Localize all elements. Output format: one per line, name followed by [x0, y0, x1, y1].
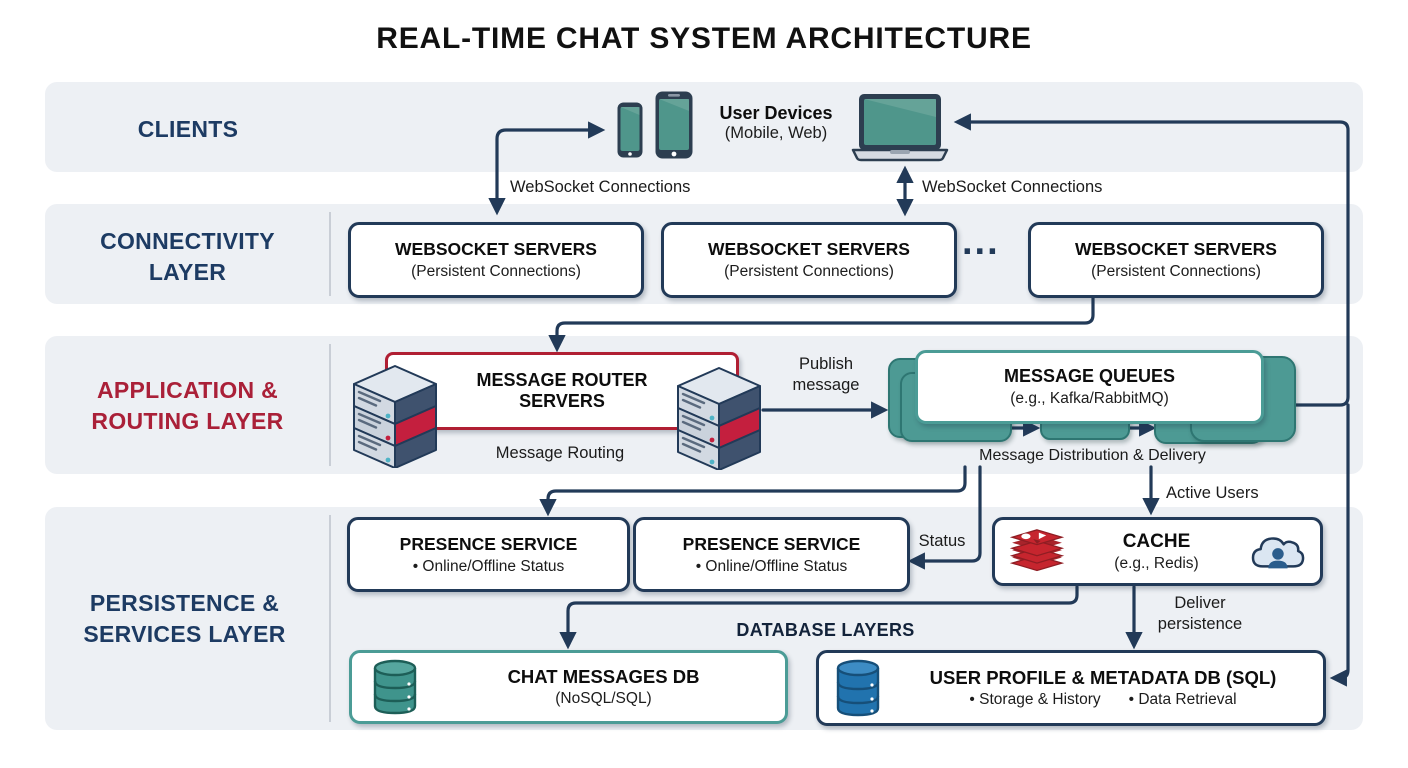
- presence-service-node-2: PRESENCE SERVICE • Online/Offline Status: [633, 517, 910, 592]
- message-queues-node: MESSAGE QUEUES (e.g., Kafka/RabbitMQ): [915, 350, 1264, 424]
- cloud-user-icon: [1251, 536, 1305, 568]
- page-title: REAL-TIME CHAT SYSTEM ARCHITECTURE: [376, 22, 1032, 55]
- cache-node: CACHE (e.g., Redis): [992, 517, 1323, 586]
- arrow-status-to-presence2: [907, 465, 982, 570]
- arrow-queues-to-presence1: [539, 465, 967, 517]
- websocket-servers-node-2: WEBSOCKET SERVERS (Persistent Connection…: [661, 222, 957, 298]
- websocket-servers-node-1: WEBSOCKET SERVERS (Persistent Connection…: [348, 222, 644, 298]
- server-stack-icon-left: [353, 365, 437, 468]
- edge-label-message-routing: Message Routing: [495, 444, 625, 462]
- divider-persistence: [329, 515, 331, 722]
- edge-label-publish-message: Publish message: [792, 355, 860, 394]
- server-stack-icon-right: [677, 367, 761, 470]
- database-layers-heading: DATABASE LAYERS: [736, 620, 915, 640]
- more-servers-ellipsis: ...: [962, 221, 1000, 263]
- edge-label-active-users: Active Users: [1166, 484, 1259, 502]
- arrow-cache-to-chatdb: [559, 585, 1079, 650]
- edge-label-status: Status: [918, 532, 966, 550]
- user-devices-label: User Devices (Mobile, Web): [719, 103, 833, 142]
- user-db-bullets: • Storage & History • Data Retrieval: [969, 691, 1237, 708]
- arrow-queues-to-userdb: [1329, 403, 1350, 687]
- layer-label-persistence: PERSISTENCE & SERVICES LAYER: [83, 590, 286, 647]
- database-icon-blue: [836, 659, 880, 717]
- websocket-servers-node-3: WEBSOCKET SERVERS (Persistent Connection…: [1028, 222, 1324, 298]
- database-icon-teal: [373, 659, 417, 715]
- presence-service-node-1: PRESENCE SERVICE • Online/Offline Status: [347, 517, 630, 592]
- layer-label-connectivity: CONNECTIVITY LAYER: [100, 228, 275, 285]
- divider-application: [329, 344, 331, 466]
- arrow-websocket3-to-router: [548, 290, 1095, 353]
- layer-label-application: APPLICATION & ROUTING LAYER: [91, 377, 284, 434]
- smartphone-icon: [617, 102, 643, 158]
- arrow-clients-to-websocket: [488, 121, 606, 216]
- user-profile-db-node: USER PROFILE & METADATA DB (SQL) • Stora…: [816, 650, 1326, 726]
- chat-db-text: CHAT MESSAGES DB (NoSQL/SQL): [507, 666, 700, 707]
- redis-icon: [1009, 528, 1065, 571]
- band-clients: [45, 82, 1363, 172]
- cache-text: CACHE (e.g., Redis): [1114, 530, 1199, 572]
- laptop-icon: [851, 94, 949, 162]
- edge-label-message-distribution: Message Distribution & Delivery: [979, 447, 1206, 464]
- chat-messages-db-node: CHAT MESSAGES DB (NoSQL/SQL): [349, 650, 788, 724]
- edge-label-deliver-persistence: Deliver persistence: [1157, 594, 1243, 633]
- arrow-queues-to-laptop: [953, 113, 1350, 407]
- tablet-phone-icon: [655, 91, 693, 159]
- edge-label-websocket-connections-left: WebSocket Connections: [510, 178, 691, 196]
- divider-connectivity: [329, 212, 331, 296]
- layer-label-clients: CLIENTS: [137, 116, 239, 142]
- edge-label-websocket-connections-right: WebSocket Connections: [922, 178, 1103, 196]
- user-db-text: USER PROFILE & METADATA DB (SQL) • Stora…: [899, 667, 1307, 709]
